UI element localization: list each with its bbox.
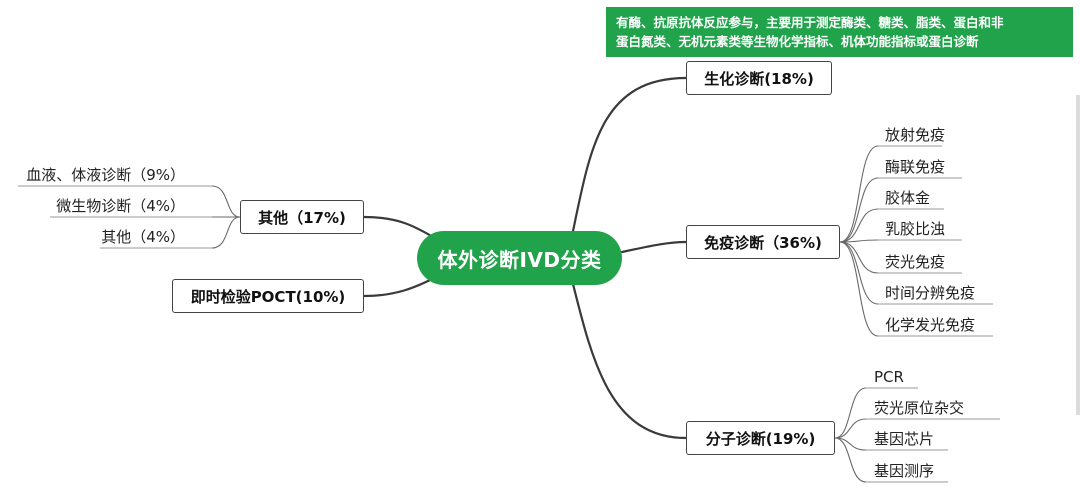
leaf-immuno-7[interactable]: 化学发光免疫	[885, 316, 976, 334]
leaf-molecular-1[interactable]: PCR	[874, 368, 904, 386]
connector-immuno-3	[839, 208, 879, 243]
connector-molecular	[570, 278, 688, 440]
connector-immuno-4	[839, 239, 879, 243]
connector-molecular-2	[834, 418, 867, 439]
leaf-immuno-1[interactable]: 放射免疫	[885, 126, 946, 144]
connector-immuno-7	[839, 241, 879, 337]
connector-biochem	[570, 76, 688, 238]
biochem-note-line2: 蛋白氮类、无机元素类等生物化学指标、机体功能指标或蛋白诊断	[616, 34, 979, 49]
leaf-immuno-2[interactable]: 酶联免疫	[885, 158, 946, 176]
leaf-immuno-5[interactable]: 荧光免疫	[885, 253, 946, 271]
connector-immuno	[620, 240, 688, 254]
connector-molecular-4	[834, 437, 867, 483]
node-biochem-diagnosis[interactable]: 生化诊断(18%)	[686, 61, 832, 95]
leaf-molecular-3[interactable]: 基因芯片	[874, 430, 935, 448]
leaf-immuno-3[interactable]: 胶体金	[885, 189, 931, 207]
leaf-other-3[interactable]: 其他（4%）	[101, 228, 185, 246]
connector-immuno-1	[839, 145, 879, 243]
connector-other-3	[211, 216, 241, 249]
connector-immuno-5	[839, 241, 879, 274]
connector-immuno-6	[839, 241, 879, 305]
connector-other-1	[211, 185, 241, 218]
leaf-other-2[interactable]: 微生物诊断（4%）	[56, 197, 185, 215]
leaf-molecular-4[interactable]: 基因测序	[874, 462, 935, 480]
leaf-molecular-2[interactable]: 荧光原位杂交	[874, 399, 965, 417]
biochem-note-line1: 有酶、抗原抗体反应参与，主要用于测定酶类、糖类、脂类、蛋白和非	[616, 15, 1004, 30]
root-node[interactable]: 体外诊断IVD分类	[417, 231, 622, 285]
edge-scrollbar-strip	[1076, 95, 1080, 415]
biochem-note: 有酶、抗原抗体反应参与，主要用于测定酶类、糖类、脂类、蛋白和非 蛋白氮类、无机元…	[606, 7, 1073, 57]
leaf-other-1[interactable]: 血液、体液诊断（9%）	[26, 166, 185, 184]
node-immuno-diagnosis[interactable]: 免疫诊断（36%)	[686, 225, 840, 259]
leaf-immuno-6[interactable]: 时间分辨免疫	[885, 284, 976, 302]
connector-molecular-1	[834, 387, 867, 439]
node-other[interactable]: 其他（17%)	[240, 200, 364, 234]
node-molecular-diagnosis[interactable]: 分子诊断(19%)	[686, 421, 835, 455]
connector-immuno-2	[839, 177, 879, 243]
node-poct[interactable]: 即时检验POCT(10%)	[172, 279, 364, 313]
leaf-immuno-4[interactable]: 乳胶比浊	[885, 220, 946, 238]
